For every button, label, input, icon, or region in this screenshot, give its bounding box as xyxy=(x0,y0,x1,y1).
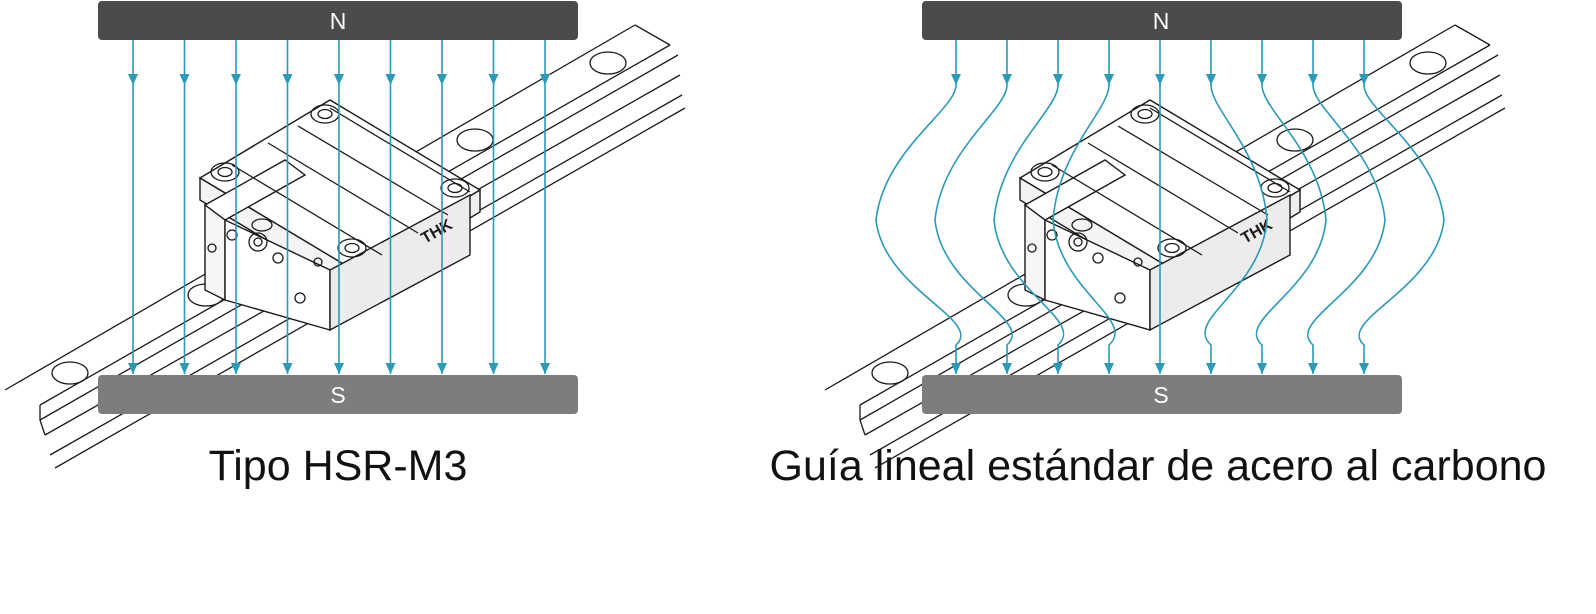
north-pole-bar xyxy=(98,1,578,40)
field-line-8 xyxy=(1306,40,1386,374)
field-arrow-bottom-6 xyxy=(385,363,396,374)
field-arrow-top-1 xyxy=(128,74,138,85)
field-arrow-top-5 xyxy=(334,74,344,85)
field-arrow-bottom-2 xyxy=(179,363,190,374)
north-pole-bar xyxy=(922,1,1402,40)
field-line-9 xyxy=(1358,40,1445,374)
caption-left: Tipo HSR-M3 xyxy=(208,442,468,490)
field-arrow-bottom-6 xyxy=(1206,363,1216,374)
south-pole-bar xyxy=(922,375,1402,414)
field-arrow-top-7 xyxy=(1257,74,1267,85)
field-arrow-bottom-7 xyxy=(437,363,447,374)
field-arrow-top-3 xyxy=(1053,74,1063,85)
south-pole-label: S xyxy=(330,382,345,408)
field-arrow-bottom-4 xyxy=(1104,363,1114,374)
field-arrow-top-7 xyxy=(437,74,447,85)
field-arrow-top-9 xyxy=(540,74,550,85)
field-arrow-top-3 xyxy=(231,74,241,85)
field-line-3 xyxy=(993,40,1065,374)
field-arrow-bottom-1 xyxy=(128,363,138,374)
south-pole-label: S xyxy=(1153,382,1168,408)
field-line-6 xyxy=(1204,40,1268,374)
panel-carbon-steel: THK N S xyxy=(824,1,1506,469)
field-arrow-top-6 xyxy=(385,74,396,85)
field-arrow-bottom-8 xyxy=(1308,363,1318,374)
north-pole-label: N xyxy=(330,8,347,34)
field-line-7 xyxy=(1255,40,1327,374)
field-arrow-top-8 xyxy=(488,74,499,85)
field-arrow-top-2 xyxy=(179,74,190,85)
south-pole-bar xyxy=(98,375,578,414)
field-arrow-top-5 xyxy=(1155,74,1165,85)
field-arrow-bottom-9 xyxy=(1359,363,1369,374)
field-arrow-bottom-5 xyxy=(1155,363,1165,374)
field-arrow-top-9 xyxy=(1359,74,1369,85)
magnetic-field-lines xyxy=(875,40,1445,374)
field-arrow-bottom-9 xyxy=(540,363,550,374)
field-arrow-bottom-3 xyxy=(1053,363,1063,374)
magnetic-field-lines xyxy=(128,40,550,374)
field-arrow-bottom-7 xyxy=(1257,363,1267,374)
north-pole-label: N xyxy=(1153,8,1170,34)
field-arrow-bottom-5 xyxy=(334,363,344,374)
field-arrow-top-1 xyxy=(951,74,961,85)
field-arrow-top-2 xyxy=(1002,74,1012,85)
field-arrow-top-8 xyxy=(1308,74,1318,85)
field-arrow-bottom-4 xyxy=(282,363,293,374)
caption-right: Guía lineal estándar de acero al carbono xyxy=(769,442,1547,490)
field-arrow-bottom-2 xyxy=(1002,363,1012,374)
field-arrow-top-4 xyxy=(282,74,293,85)
field-arrow-bottom-8 xyxy=(488,363,499,374)
panel-hsr-m3: THK N S xyxy=(4,1,686,469)
field-line-4 xyxy=(1052,40,1116,374)
field-arrow-top-6 xyxy=(1206,74,1216,85)
field-line-1 xyxy=(875,40,962,374)
field-line-2 xyxy=(934,40,1014,374)
field-arrow-top-4 xyxy=(1104,74,1114,85)
field-arrow-bottom-1 xyxy=(951,363,961,374)
field-arrow-bottom-3 xyxy=(231,363,241,374)
